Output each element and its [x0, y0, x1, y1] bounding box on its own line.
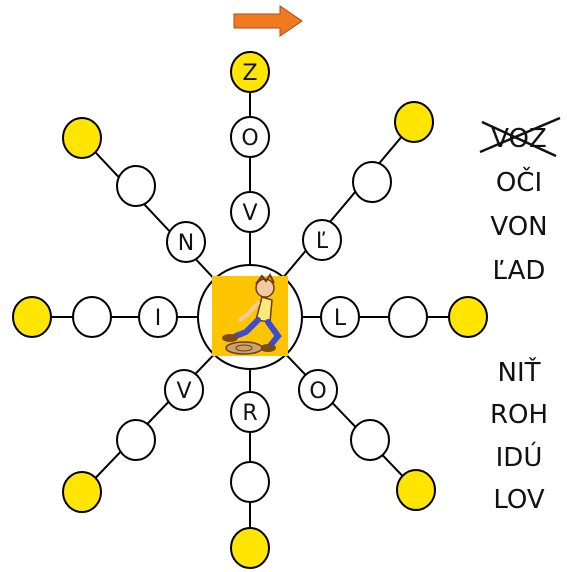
letter-node[interactable] — [388, 296, 428, 338]
letter-node[interactable] — [72, 296, 112, 338]
letter-node[interactable] — [230, 527, 270, 569]
letter-node[interactable] — [62, 471, 102, 513]
node-circle[interactable] — [230, 116, 270, 158]
node-circle[interactable] — [138, 296, 178, 338]
node-circle[interactable] — [230, 527, 270, 569]
node-circle[interactable] — [230, 461, 270, 503]
word-item: VON — [490, 212, 548, 242]
word-item: LOV — [493, 485, 545, 515]
node-circle[interactable] — [62, 117, 102, 159]
word-item: ROH — [489, 400, 549, 430]
node-circle[interactable] — [394, 101, 434, 143]
letter-node[interactable]: V — [230, 191, 270, 233]
node-letter: V — [242, 201, 257, 226]
node-letter: I — [155, 306, 162, 331]
node-circle[interactable] — [116, 165, 156, 207]
letter-node[interactable]: O — [230, 116, 270, 158]
letter-node[interactable]: I — [138, 296, 178, 338]
node-letter: O — [241, 126, 258, 151]
node-letter: Ľ — [316, 229, 329, 254]
letter-node[interactable] — [352, 161, 392, 203]
center-picture — [197, 264, 303, 370]
letter-node[interactable] — [116, 165, 156, 207]
letter-node[interactable] — [230, 461, 270, 503]
node-letter: R — [242, 401, 257, 426]
node-circle[interactable] — [352, 161, 392, 203]
node-circle[interactable] — [230, 191, 270, 233]
node-circle[interactable] — [166, 221, 206, 263]
node-circle[interactable] — [62, 471, 102, 513]
letter-node[interactable]: O — [298, 369, 338, 411]
word-item: OČI — [495, 168, 543, 198]
letter-node[interactable] — [448, 296, 488, 338]
letter-node[interactable] — [350, 419, 390, 461]
letter-node[interactable]: V — [164, 369, 204, 411]
node-circle[interactable] — [230, 51, 270, 93]
word-item: IDÚ — [495, 443, 543, 473]
node-circle[interactable] — [350, 419, 390, 461]
letter-node[interactable]: R — [230, 391, 270, 433]
word-item: NIŤ — [497, 358, 541, 388]
node-letter: L — [334, 306, 347, 331]
letter-node[interactable]: N — [166, 221, 206, 263]
spoke-nodes: V O Z Ľ L O R V I N — [12, 51, 488, 569]
node-circle[interactable] — [388, 296, 428, 338]
letter-node[interactable]: Z — [230, 51, 270, 93]
node-circle[interactable] — [448, 296, 488, 338]
node-circle[interactable] — [230, 391, 270, 433]
node-circle[interactable] — [302, 219, 342, 261]
node-letter: Z — [242, 61, 257, 86]
node-circle[interactable] — [320, 296, 360, 338]
node-circle[interactable] — [298, 369, 338, 411]
letter-node[interactable]: Ľ — [302, 219, 342, 261]
letter-node[interactable] — [116, 419, 156, 461]
node-circle[interactable] — [12, 296, 52, 338]
node-circle[interactable] — [72, 296, 112, 338]
node-letter: N — [178, 231, 194, 256]
letter-node[interactable] — [62, 117, 102, 159]
node-letter: V — [176, 379, 191, 404]
node-letter: O — [309, 379, 326, 404]
letter-node[interactable] — [394, 101, 434, 143]
node-circle[interactable] — [396, 469, 436, 511]
letter-node[interactable] — [396, 469, 436, 511]
node-circle[interactable] — [164, 369, 204, 411]
node-circle[interactable] — [116, 419, 156, 461]
right-arrow-icon — [233, 5, 303, 37]
sitting-boy-picture — [222, 273, 282, 355]
word-item: ĽAD — [492, 256, 546, 286]
letter-node[interactable] — [12, 296, 52, 338]
letter-node[interactable]: L — [320, 296, 360, 338]
